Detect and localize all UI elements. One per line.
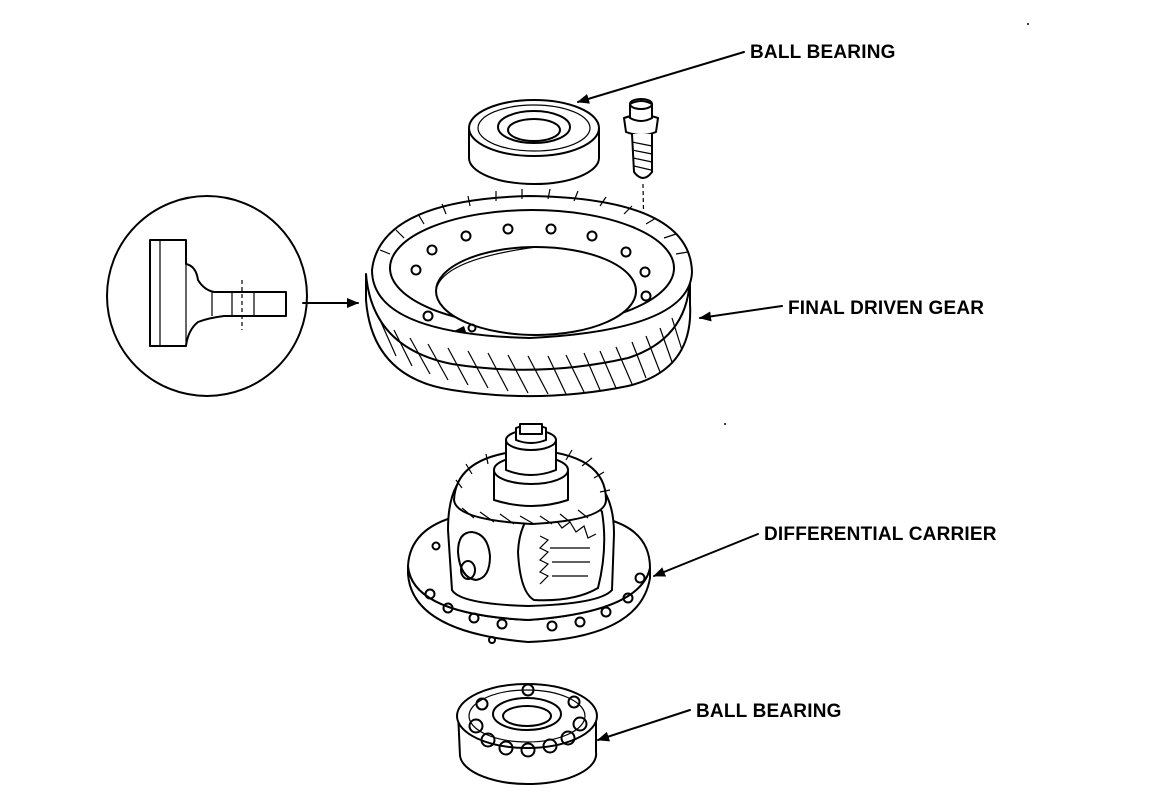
final-driven-gear <box>365 188 693 398</box>
leader-final-driven-gear <box>699 305 783 322</box>
leader-lines <box>577 51 783 742</box>
flange-bolt <box>623 98 659 297</box>
label-top-ball-bearing: BALL BEARING <box>750 42 896 63</box>
leader-top-bearing <box>577 51 745 104</box>
gear-cross-section-detail <box>106 195 359 397</box>
differential-carrier <box>407 423 651 644</box>
top-ball-bearing <box>468 99 600 185</box>
leader-bottom-bearing <box>597 709 691 742</box>
label-bottom-ball-bearing: BALL BEARING <box>696 701 842 722</box>
bottom-ball-bearing <box>456 683 598 786</box>
leader-differential-carrier <box>653 533 759 577</box>
label-final-driven-gear: FINAL DRIVEN GEAR <box>788 298 984 319</box>
label-differential-carrier: DIFFERENTIAL CARRIER <box>764 524 997 545</box>
